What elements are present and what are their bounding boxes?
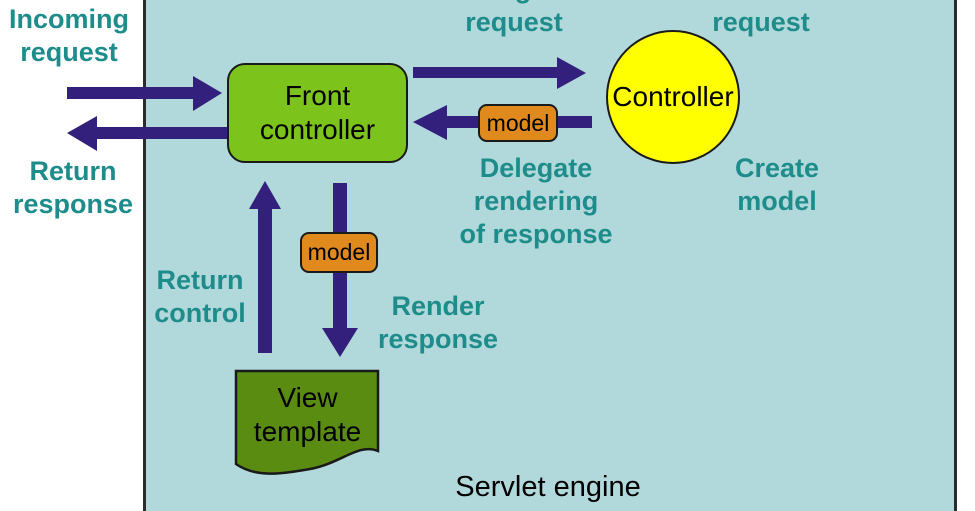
model-box-top: model	[478, 104, 558, 142]
front-controller-label: Front controller	[259, 80, 376, 145]
render-response-label: Render response	[377, 291, 499, 354]
delegate-request-arrow	[413, 57, 586, 89]
delegate-request-label: Delegate request	[458, 0, 571, 37]
model-top-label: model	[486, 109, 550, 136]
front-controller-node: Front controller	[227, 63, 408, 163]
servlet-engine-label: Servlet engine	[455, 471, 641, 503]
controller-node: Controller	[606, 30, 740, 164]
view-template-shape	[234, 369, 380, 475]
delegate-rendering-label: Delegate rendering of response	[459, 153, 613, 249]
return-control-arrow	[249, 181, 281, 353]
incoming-request-label: Incoming request	[9, 4, 129, 67]
model-bottom-label: model	[307, 239, 371, 265]
return-control-label: Return control	[154, 265, 246, 328]
view-template-label: View template	[253, 382, 362, 447]
handle-request-label: Handle request	[712, 0, 810, 37]
incoming-request-arrow	[67, 76, 222, 111]
model-box-bottom: model	[300, 232, 378, 273]
controller-label: Controller	[612, 81, 734, 112]
return-response-label: Return response	[12, 156, 134, 219]
return-response-arrow	[67, 116, 230, 151]
create-model-label: Create model	[734, 153, 820, 216]
